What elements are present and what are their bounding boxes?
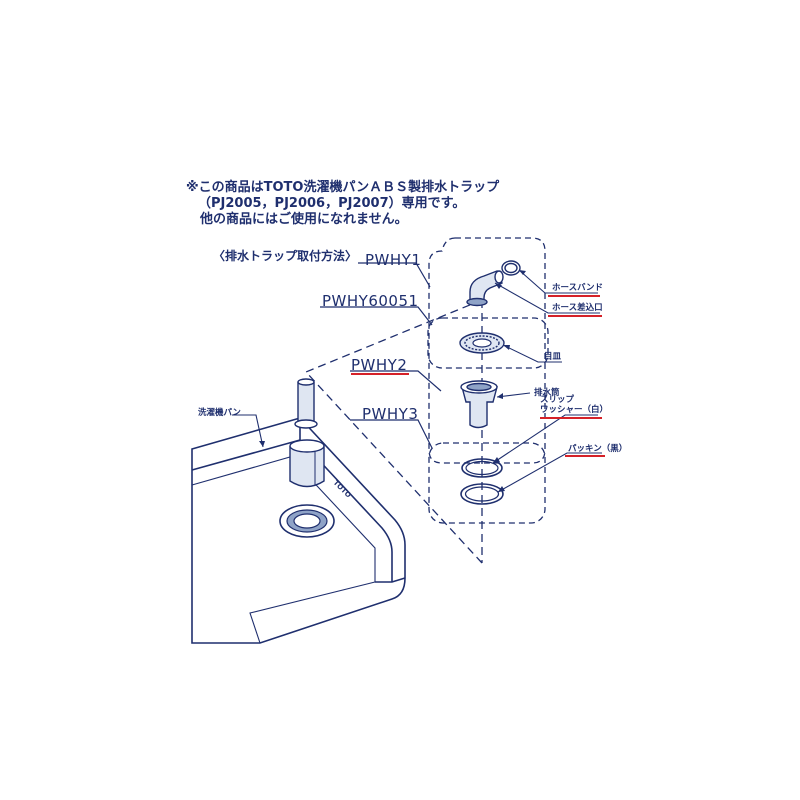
hose-inlet-underline — [548, 315, 602, 317]
hose-band — [501, 260, 521, 276]
part-leaders — [232, 269, 602, 493]
code-pwhy1: PWHY1 — [365, 251, 422, 269]
label-washer-pan: 洗濯機パン — [198, 408, 241, 418]
hose-band-underline — [548, 295, 600, 297]
section-title: 〈排水トラップ取付方法〉 — [213, 249, 358, 263]
label-drain-tube: 排水筒 — [534, 388, 560, 398]
hose-inlet-elbow — [466, 270, 504, 307]
frame-upper — [428, 237, 546, 464]
code-pwhy2-underline — [351, 373, 409, 375]
frame-strainer — [427, 317, 549, 369]
pan-drain-hole — [279, 504, 335, 538]
code-leaders — [320, 262, 442, 449]
slip-washer-underline — [540, 417, 602, 419]
label-packing: パッキン（黒） — [568, 444, 628, 454]
notice-line-3: 他の商品にはご使用になれません。 — [200, 212, 408, 227]
notice-line-2: （PJ2005，PJ2006，PJ2007）専用です。 — [198, 196, 466, 211]
group-frames — [427, 237, 549, 524]
strainer-plate — [459, 332, 505, 354]
slip-washer-ring — [461, 458, 503, 478]
leader-arrowheads — [259, 270, 526, 492]
code-pwhy2: PWHY2 — [351, 356, 408, 374]
label-slip-washer-line2: ワッシャー（白） — [540, 405, 609, 415]
pan-pipe — [289, 378, 325, 488]
label-strainer: 目皿 — [544, 352, 562, 362]
code-pwhy60051: PWHY60051 — [322, 292, 419, 310]
label-slip-washer-line1: スリップ — [540, 395, 575, 405]
code-pwhy3: PWHY3 — [362, 405, 419, 423]
drain-tube — [460, 380, 498, 429]
packing-ring — [460, 483, 504, 505]
label-hose-inlet: ホース差込口 — [552, 303, 603, 313]
notice-line-1: ※この商品はTOTO洗濯機パンＡＢＳ製排水トラップ — [186, 180, 500, 195]
frame-washers — [428, 442, 546, 524]
label-hose-band: ホースバンド — [552, 283, 604, 293]
packing-underline — [565, 455, 605, 457]
